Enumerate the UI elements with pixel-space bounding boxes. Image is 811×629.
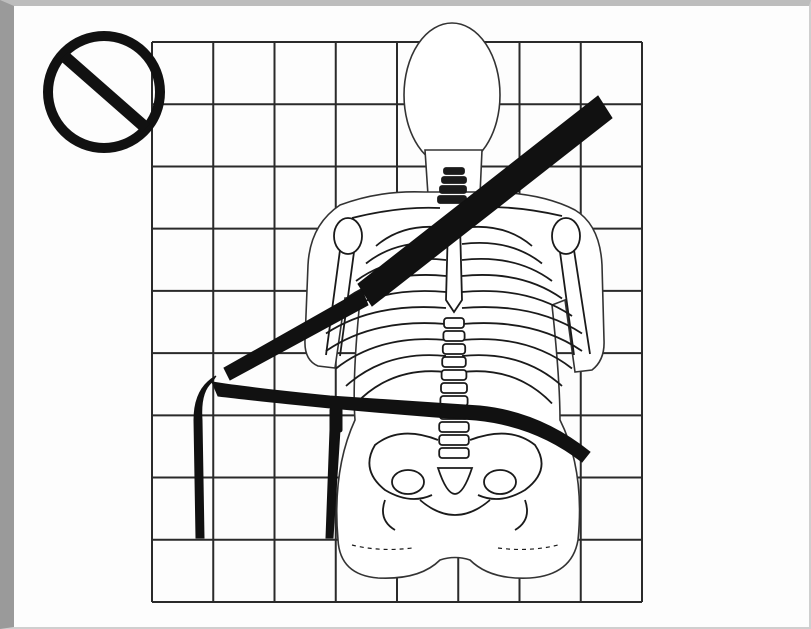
buckle xyxy=(330,408,342,432)
vertebra xyxy=(441,383,467,393)
vertebra xyxy=(442,370,467,380)
no-symbol-icon xyxy=(48,36,160,148)
vertebra xyxy=(444,318,464,328)
vertebra xyxy=(443,331,464,341)
vertebra xyxy=(442,357,466,367)
vertebra xyxy=(439,435,469,445)
shoulder-belt-lower xyxy=(224,290,368,380)
vertebra xyxy=(439,422,469,432)
head xyxy=(404,23,500,167)
vertebra xyxy=(443,344,465,354)
vertebra xyxy=(439,448,469,458)
lumbar-spine xyxy=(439,318,469,458)
